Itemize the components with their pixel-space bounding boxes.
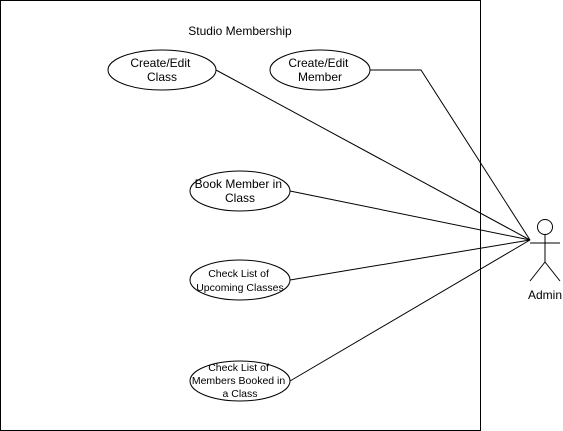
use-case-label: Create/Edit Member <box>288 56 351 84</box>
use-case-check-upcoming-classes[interactable]: Check List of Upcoming Classes <box>189 259 291 301</box>
use-case-book-member-in-class[interactable]: Book Member in Class <box>189 170 291 212</box>
actor-admin[interactable]: Admin <box>528 219 562 303</box>
association-book-member-in-class <box>289 190 531 241</box>
use-case-create-edit-member[interactable]: Create/Edit Member <box>269 49 371 91</box>
use-case-ellipse <box>189 170 291 212</box>
use-case-label: Book Member in Class <box>195 177 286 205</box>
use-case-create-edit-class[interactable]: Create/Edit Class <box>107 49 217 91</box>
actor-left-leg <box>529 261 546 282</box>
system-title: Studio Membership <box>188 24 292 38</box>
use-case-ellipse <box>189 360 291 402</box>
use-case-check-members-booked[interactable]: Check List of Members Booked in a Class <box>189 360 291 402</box>
actor-label: Admin <box>528 288 562 302</box>
association-create-edit-member <box>370 69 531 241</box>
associations <box>215 69 531 382</box>
use-case-ellipse <box>189 259 291 301</box>
use-case-label: Check List of Upcoming Classes <box>196 268 284 294</box>
actor-right-leg <box>544 261 561 282</box>
association-check-upcoming-classes <box>289 239 531 281</box>
system-boundary <box>0 0 481 431</box>
actor-head <box>537 219 553 235</box>
use-case-label: Check List of Members Booked in a Class <box>192 362 288 400</box>
use-case-ellipse <box>269 49 371 91</box>
use-case-label: Create/Edit Class <box>130 56 193 84</box>
association-create-edit-class <box>215 69 531 241</box>
association-check-members-booked <box>289 239 531 382</box>
use-case-ellipse <box>107 49 217 91</box>
